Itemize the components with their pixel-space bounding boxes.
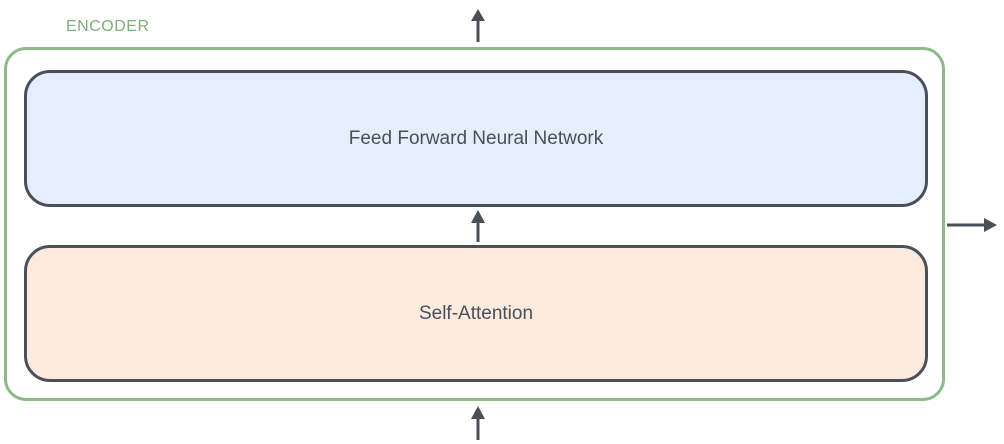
self-attention-label: Self-Attention bbox=[418, 302, 534, 324]
side-output-arrow bbox=[947, 218, 997, 232]
encoder-title: ENCODER bbox=[66, 18, 150, 35]
input-up-arrow bbox=[471, 406, 485, 440]
feed-forward-layer: Feed Forward Neural Network bbox=[24, 70, 928, 207]
self-attention-layer: Self-Attention bbox=[24, 245, 928, 382]
feed-forward-label: Feed Forward Neural Network bbox=[348, 127, 604, 149]
encoder-frame bbox=[4, 47, 945, 401]
attention-to-ffn-arrow bbox=[471, 210, 485, 242]
output-up-arrow bbox=[471, 9, 485, 42]
